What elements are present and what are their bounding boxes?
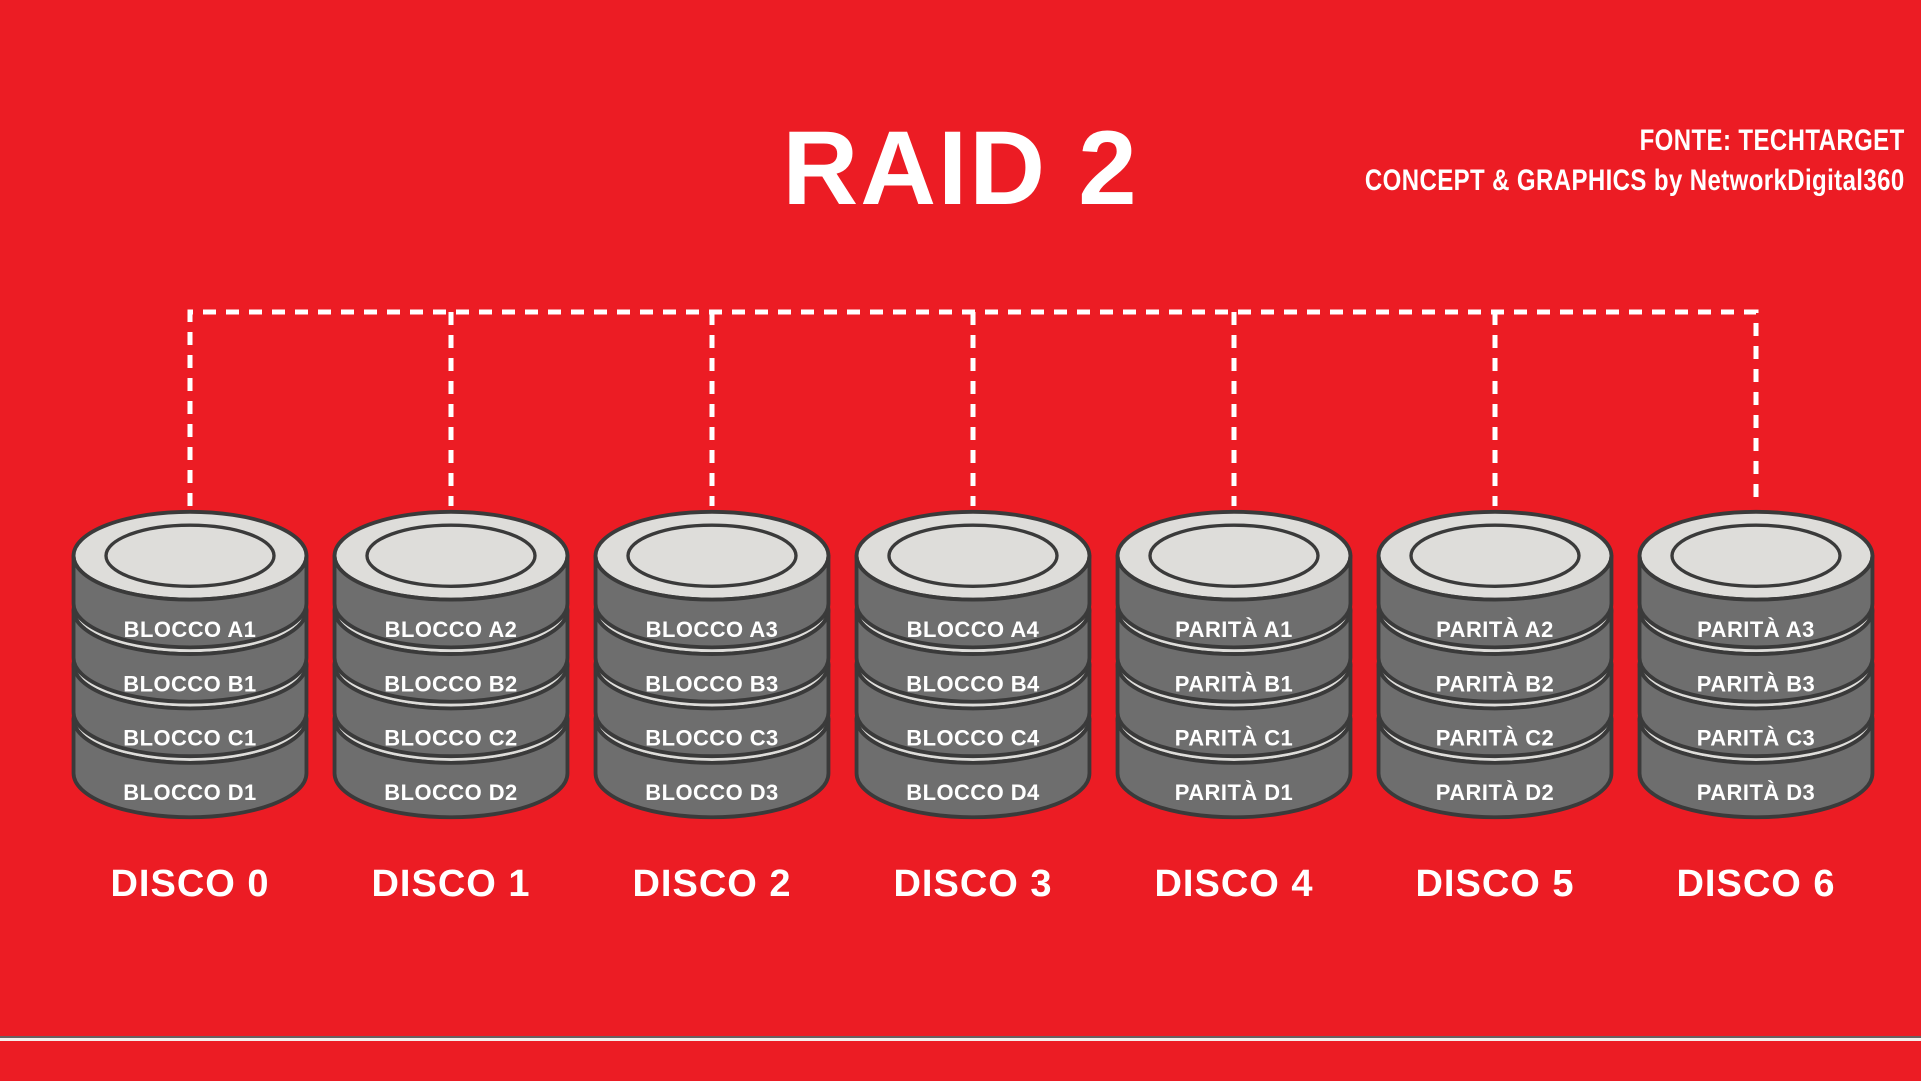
disk-stack: PARITÀ A3 PARITÀ B3 PARITÀ C3 PARITÀ D3 … — [1630, 508, 1882, 906]
disk-band — [1637, 608, 1875, 704]
attribution: FONTE: TECHTARGET CONCEPT & GRAPHICS by … — [1365, 121, 1905, 200]
disk-band — [1637, 553, 1875, 650]
disk-platter-ring — [1670, 523, 1842, 588]
disk-stack: BLOCCO A4 BLOCCO B4 BLOCCO C4 BLOCCO D4 … — [847, 508, 1099, 906]
block-label: BLOCCO A2 — [385, 617, 518, 642]
disk-label: DISCO 3 — [893, 863, 1053, 905]
disk-band — [593, 717, 831, 820]
disk-band — [854, 553, 1092, 650]
disk-label: DISCO 0 — [110, 863, 270, 905]
disk-cylinder-icon: BLOCCO A4 BLOCCO B4 BLOCCO C4 BLOCCO D4 — [854, 509, 1092, 820]
connector-bus-path — [187, 309, 1759, 506]
disk-band — [1115, 717, 1353, 820]
disk-band — [593, 553, 831, 650]
disk-band — [1376, 608, 1614, 704]
block-label: BLOCCO D4 — [906, 780, 1040, 805]
disk-band — [854, 717, 1092, 820]
disk-band — [1637, 662, 1875, 759]
disk-band — [1115, 662, 1353, 759]
disk-band — [593, 662, 831, 759]
block-label: BLOCCO A3 — [646, 617, 779, 642]
block-label: BLOCCO B4 — [906, 671, 1040, 696]
disk-stack: BLOCCO A2 BLOCCO B2 BLOCCO C2 BLOCCO D2 … — [325, 508, 577, 906]
block-label: PARITÀ A1 — [1175, 617, 1293, 642]
disk-band — [1376, 553, 1614, 650]
disk-band — [332, 662, 570, 759]
attribution-source: FONTE: TECHTARGET — [1640, 124, 1905, 157]
disk-cylinder-icon: PARITÀ A2 PARITÀ B2 PARITÀ C2 PARITÀ D2 — [1376, 509, 1614, 820]
block-label: BLOCCO C1 — [123, 726, 257, 751]
block-label: PARITÀ B1 — [1175, 671, 1293, 696]
bottom-rule-light — [0, 1038, 1921, 1041]
disk-band — [1637, 717, 1875, 820]
disk-stack: PARITÀ A2 PARITÀ B2 PARITÀ C2 PARITÀ D2 … — [1369, 508, 1621, 906]
page-title: RAID 2 — [782, 110, 1139, 227]
disk-platter-ring — [365, 523, 537, 588]
disk-band — [71, 608, 309, 704]
block-label: BLOCCO C2 — [384, 726, 518, 751]
disk-band — [1115, 608, 1353, 704]
disk-platter-ring — [626, 523, 798, 588]
disk-cylinder-icon: BLOCCO A1 BLOCCO B1 BLOCCO C1 BLOCCO D1 — [71, 509, 309, 820]
block-label: PARITÀ C2 — [1436, 726, 1554, 751]
disk-label: DISCO 6 — [1676, 863, 1836, 905]
disk-label: DISCO 4 — [1154, 863, 1314, 905]
block-label: PARITÀ A3 — [1697, 617, 1815, 642]
block-label: BLOCCO B3 — [645, 671, 779, 696]
disk-band — [1376, 662, 1614, 759]
block-label: BLOCCO D3 — [645, 780, 779, 805]
disk-cylinder-icon: PARITÀ A1 PARITÀ B1 PARITÀ C1 PARITÀ D1 — [1115, 509, 1353, 820]
disk-band — [332, 717, 570, 820]
block-label: BLOCCO D2 — [384, 780, 518, 805]
disk-band — [71, 553, 309, 650]
block-label: PARITÀ D3 — [1697, 780, 1815, 805]
disk-platter-ring — [1409, 523, 1581, 588]
disk-cylinder-icon: BLOCCO A3 BLOCCO B3 BLOCCO C3 BLOCCO D3 — [593, 509, 831, 820]
disk-band — [1115, 553, 1353, 650]
disk-band — [854, 662, 1092, 759]
block-label: BLOCCO B2 — [384, 671, 518, 696]
disk-band — [332, 553, 570, 650]
block-label: PARITÀ C3 — [1697, 726, 1815, 751]
disks-row: BLOCCO A1 BLOCCO B1 BLOCCO C1 BLOCCO D1 … — [64, 508, 1882, 906]
block-label: PARITÀ D2 — [1436, 780, 1554, 805]
block-label: PARITÀ D1 — [1175, 780, 1293, 805]
block-label: BLOCCO A4 — [907, 617, 1040, 642]
disk-band — [854, 608, 1092, 704]
block-label: PARITÀ B3 — [1697, 671, 1815, 696]
disk-label: DISCO 1 — [371, 863, 531, 905]
disk-stack: BLOCCO A3 BLOCCO B3 BLOCCO C3 BLOCCO D3 … — [586, 508, 838, 906]
disk-stack: PARITÀ A1 PARITÀ B1 PARITÀ C1 PARITÀ D1 … — [1108, 508, 1360, 906]
block-label: BLOCCO B1 — [123, 671, 257, 696]
block-label: BLOCCO D1 — [123, 780, 257, 805]
block-label: BLOCCO C3 — [645, 726, 779, 751]
disk-platter-ring — [104, 523, 276, 588]
disk-band — [71, 717, 309, 820]
disk-platter-ring — [887, 523, 1059, 588]
block-label: BLOCCO A1 — [124, 617, 257, 642]
disk-stack: BLOCCO A1 BLOCCO B1 BLOCCO C1 BLOCCO D1 … — [64, 508, 316, 906]
disk-platter-ring — [1148, 523, 1320, 588]
disk-band — [332, 608, 570, 704]
block-label: PARITÀ C1 — [1175, 726, 1293, 751]
disk-band — [593, 608, 831, 704]
disk-band — [71, 662, 309, 759]
disk-label: DISCO 5 — [1415, 863, 1575, 905]
disk-label: DISCO 2 — [632, 863, 792, 905]
disk-band — [1376, 717, 1614, 820]
block-label: BLOCCO C4 — [906, 726, 1040, 751]
disk-cylinder-icon: BLOCCO A2 BLOCCO B2 BLOCCO C2 BLOCCO D2 — [332, 509, 570, 820]
block-label: PARITÀ B2 — [1436, 671, 1554, 696]
disk-cylinder-icon: PARITÀ A3 PARITÀ B3 PARITÀ C3 PARITÀ D3 — [1637, 509, 1875, 820]
attribution-credit: CONCEPT & GRAPHICS by NetworkDigital360 — [1365, 163, 1905, 197]
bottom-rule-dark — [0, 1036, 1921, 1038]
block-label: PARITÀ A2 — [1436, 617, 1554, 642]
